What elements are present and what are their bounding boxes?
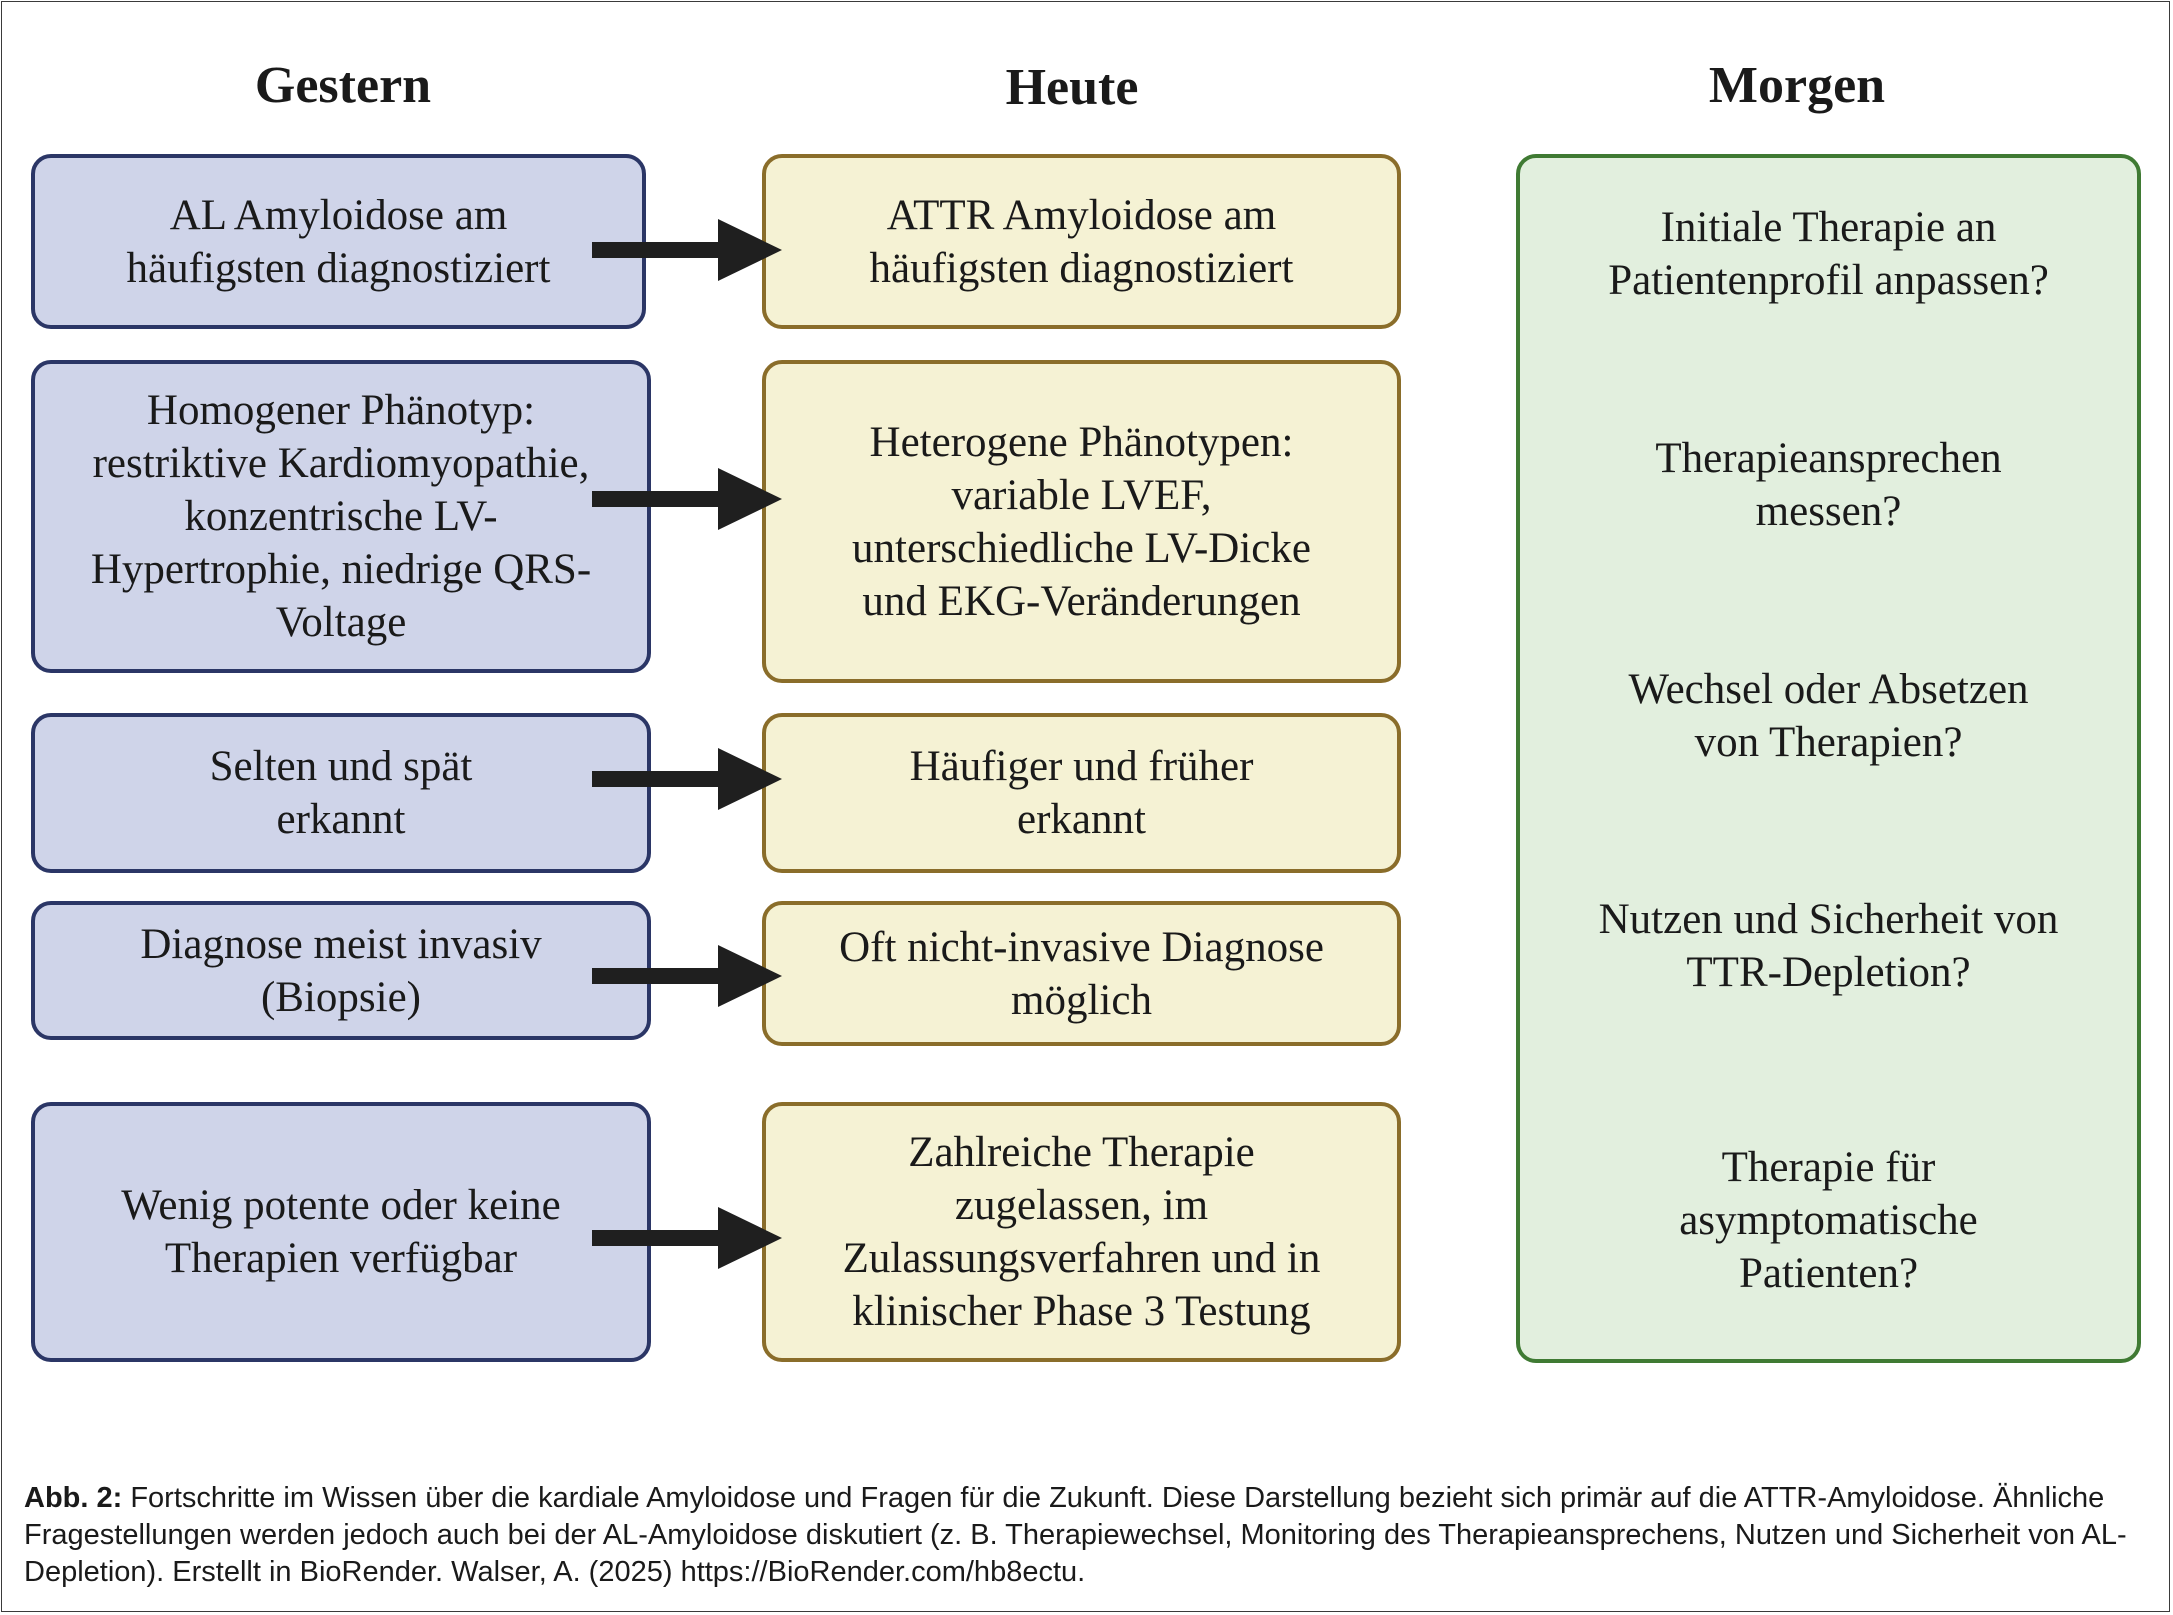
today-box-2: Heterogene Phänotypen: variable LVEF, un… bbox=[762, 360, 1401, 683]
past-text-4: Diagnose meist invasiv (Biopsie) bbox=[140, 920, 542, 1021]
question-2: Therapieansprechen messen? bbox=[1655, 435, 2002, 535]
question-1: Initiale Therapie an Patientenprofil anp… bbox=[1608, 204, 2049, 304]
today-text-3: Häufiger und früher erkannt bbox=[909, 743, 1254, 843]
arrow-4 bbox=[592, 945, 782, 1007]
past-text-2: Homogener Phänotyp: restriktive Kardiomy… bbox=[90, 387, 592, 646]
past-box-2: Homogener Phänotyp: restriktive Kardiomy… bbox=[31, 360, 651, 673]
past-text-5: Wenig potente oder keine Therapien verfü… bbox=[121, 1182, 561, 1282]
figure-caption: Abb. 2: Fortschritte im Wissen über die … bbox=[24, 1480, 2144, 1591]
question-3: Wechsel oder Absetzen von Therapien? bbox=[1628, 666, 2029, 766]
today-box-3: Häufiger und früher erkannt bbox=[762, 713, 1401, 873]
arrow-2 bbox=[592, 468, 782, 530]
today-box-5: Zahlreiche Therapie zugelassen, im Zulas… bbox=[762, 1102, 1401, 1362]
question-4: Nutzen und Sicherheit von TTR-Depletion? bbox=[1598, 896, 2059, 996]
past-box-1: AL Amyloidose am häufigsten diagnostizie… bbox=[31, 154, 646, 329]
past-text-1: AL Amyloidose am häufigsten diagnostizie… bbox=[126, 191, 551, 292]
column-title-heute: Heute bbox=[1005, 59, 1139, 116]
caption-text: Fortschritte im Wissen über die kardiale… bbox=[24, 1482, 2127, 1588]
past-text-3: Selten und spät erkannt bbox=[209, 743, 473, 843]
today-text-1: ATTR Amyloidose am häufigsten diagnostiz… bbox=[869, 191, 1294, 292]
question-5: Therapie für asymptomatische Patienten? bbox=[1679, 1144, 1978, 1297]
today-text-5: Zahlreiche Therapie zugelassen, im Zulas… bbox=[842, 1129, 1321, 1335]
today-text-4: Oft nicht-invasive Diagnose möglich bbox=[839, 923, 1324, 1024]
arrow-3 bbox=[592, 748, 782, 810]
column-title-gestern: Gestern bbox=[254, 57, 432, 114]
today-box-4: Oft nicht-invasive Diagnose möglich bbox=[762, 901, 1401, 1046]
tomorrow-panel: Initiale Therapie an Patientenprofil anp… bbox=[1516, 154, 2141, 1363]
arrow-5 bbox=[592, 1207, 782, 1269]
past-box-3: Selten und spät erkannt bbox=[31, 713, 651, 873]
past-box-5: Wenig potente oder keine Therapien verfü… bbox=[31, 1102, 651, 1362]
caption-label: Abb. 2: bbox=[24, 1482, 123, 1514]
today-box-1: ATTR Amyloidose am häufigsten diagnostiz… bbox=[762, 154, 1401, 329]
arrow-1 bbox=[592, 219, 782, 281]
column-title-morgen: Morgen bbox=[1708, 57, 1886, 114]
today-text-2: Heterogene Phänotypen: variable LVEF, un… bbox=[852, 418, 1311, 625]
